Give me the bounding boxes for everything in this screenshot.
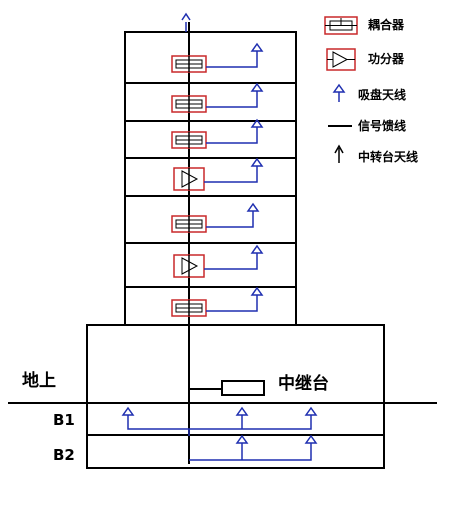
tower bbox=[124, 31, 297, 326]
coupler-icon bbox=[171, 299, 207, 317]
ceiling-antenna-icon bbox=[121, 406, 135, 424]
ground-label: 地上 bbox=[22, 371, 56, 391]
legend-splitter-label: 功分器 bbox=[368, 52, 405, 66]
legend-feeder-label: 信号馈线 bbox=[358, 119, 407, 133]
ceiling-antenna-icon bbox=[235, 434, 249, 452]
legend-ceiling-antenna-label: 吸盘天线 bbox=[358, 88, 407, 102]
floor-feeder bbox=[206, 220, 254, 228]
splitter-icon bbox=[173, 254, 205, 278]
base-building bbox=[8, 324, 437, 469]
legend-relay-antenna-label: 中转台天线 bbox=[358, 150, 419, 164]
b2-feeder bbox=[189, 452, 312, 461]
legend bbox=[324, 16, 358, 163]
legend-coupler-label: 耦合器 bbox=[368, 18, 405, 32]
floor-feeder bbox=[206, 100, 258, 108]
tower-outline bbox=[124, 31, 297, 326]
b2-label: B2 bbox=[53, 446, 75, 464]
ceiling-antenna-icon bbox=[250, 286, 264, 304]
ceiling-antenna-icon bbox=[235, 406, 249, 424]
base-outline bbox=[86, 324, 385, 469]
b1-antennas bbox=[121, 406, 318, 424]
floor-devices bbox=[171, 42, 264, 317]
floor-feeder bbox=[204, 175, 258, 183]
ceiling-antenna-icon bbox=[250, 157, 264, 175]
repeater-box bbox=[221, 380, 265, 396]
ceiling-antenna-icon bbox=[304, 434, 318, 452]
legend-relay-antenna-symbol bbox=[334, 144, 344, 163]
b1-feeder bbox=[127, 424, 312, 436]
floor-feeder bbox=[206, 136, 258, 144]
floor-feeder bbox=[206, 304, 258, 312]
ceiling-antenna-icon bbox=[250, 42, 264, 60]
ceiling-antenna-icon bbox=[246, 202, 260, 220]
legend-ceiling-antenna-symbol bbox=[332, 83, 346, 102]
ceiling-antenna-icon bbox=[250, 244, 264, 262]
b2-antennas bbox=[235, 434, 318, 452]
coupler-icon bbox=[171, 95, 207, 113]
ceiling-antenna-icon bbox=[250, 118, 264, 136]
floor-feeder bbox=[204, 262, 258, 270]
splitter-icon bbox=[173, 167, 205, 191]
coupler-icon bbox=[171, 215, 207, 233]
legend-splitter-symbol bbox=[326, 48, 356, 71]
coupler-icon bbox=[171, 55, 207, 73]
legend-coupler-symbol bbox=[324, 16, 358, 35]
b1-label: B1 bbox=[53, 411, 75, 429]
coupler-icon bbox=[171, 131, 207, 149]
ceiling-antenna-icon bbox=[304, 406, 318, 424]
relay-antenna-top bbox=[181, 12, 191, 32]
repeater bbox=[189, 380, 265, 396]
ceiling-antenna-icon bbox=[250, 82, 264, 100]
floor-feeder bbox=[206, 60, 258, 68]
repeater-label: 中继台 bbox=[278, 374, 329, 394]
